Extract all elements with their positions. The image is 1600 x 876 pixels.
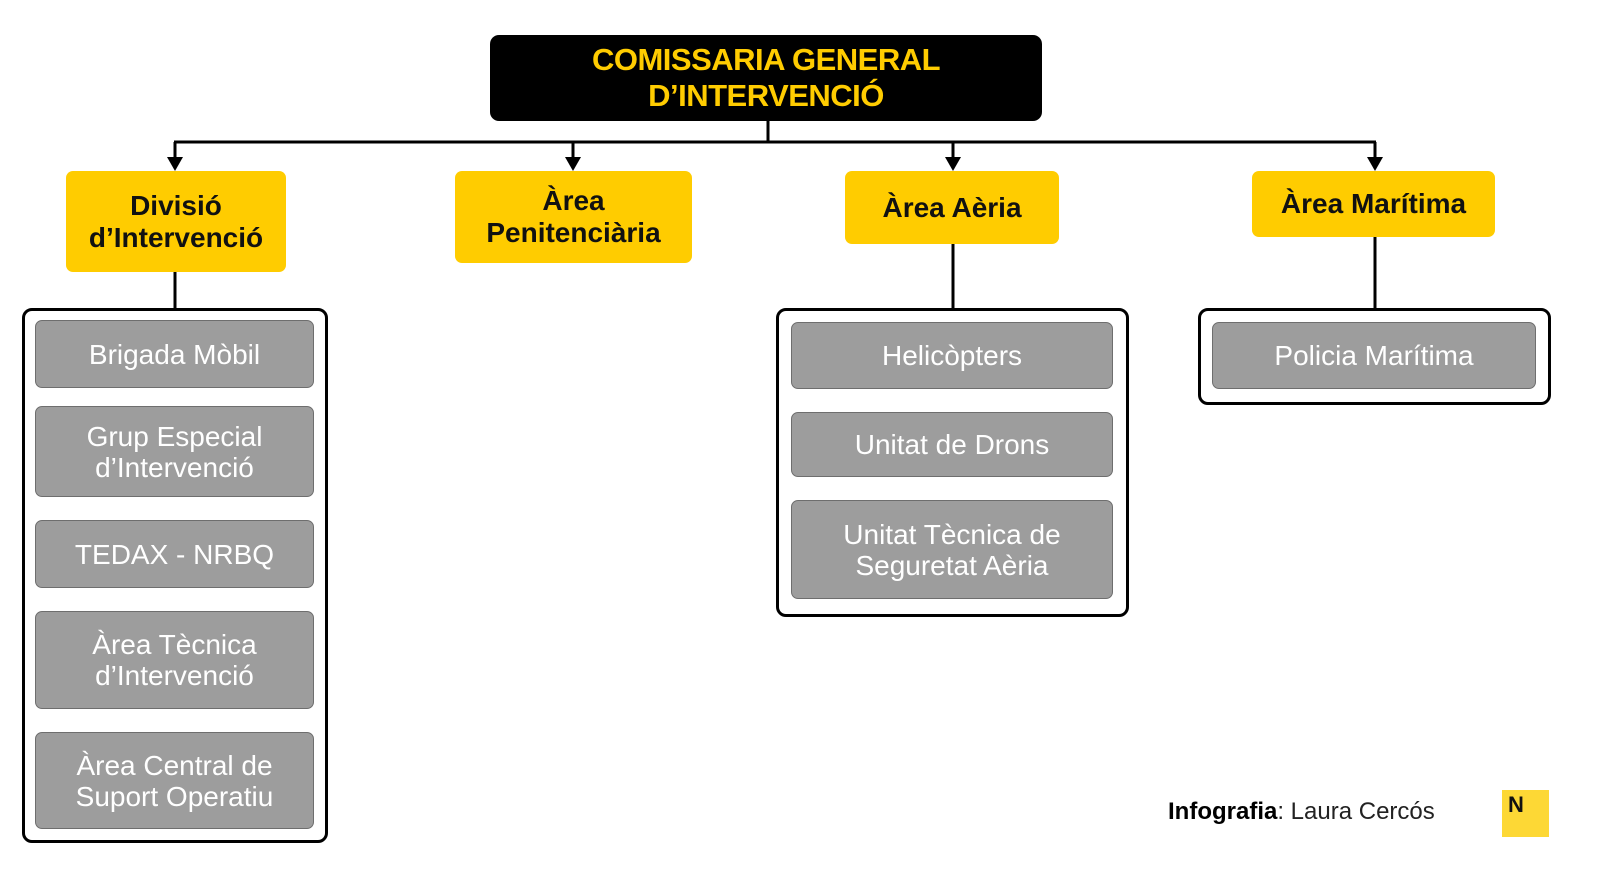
brand-logo: N xyxy=(1502,790,1549,837)
credit-name: : Laura Cercós xyxy=(1277,798,1435,825)
branch-area-aeria: Àrea Aèria xyxy=(845,171,1059,244)
unit-box: Àrea Central de Suport Operatiu xyxy=(35,732,314,829)
unit-box: Grup Especial d’Intervenció xyxy=(35,406,314,497)
arrow-icon xyxy=(565,157,581,171)
arrow-icon xyxy=(167,157,183,171)
branch-area-penitenciaria: Àrea Penitenciària xyxy=(455,171,692,263)
credit-label: Infografia xyxy=(1168,798,1278,825)
arrow-icon xyxy=(1367,157,1383,171)
unit-box: Unitat de Drons xyxy=(791,412,1113,477)
unit-box: TEDAX - NRBQ xyxy=(35,520,314,588)
unit-box: Helicòpters xyxy=(791,322,1113,389)
root-node: COMISSARIA GENERAL D’INTERVENCIÓ xyxy=(490,35,1042,121)
unit-box: Àrea Tècnica d’Intervenció xyxy=(35,611,314,709)
unit-box: Unitat Tècnica de Seguretat Aèria xyxy=(791,500,1113,599)
arrow-icon xyxy=(945,157,961,171)
unit-box: Brigada Mòbil xyxy=(35,320,314,388)
branch-divisio-intervencio: Divisió d’Intervenció xyxy=(66,171,286,272)
credit-line: Infografia: Laura Cercós xyxy=(1168,798,1435,826)
branch-area-maritima: Àrea Marítima xyxy=(1252,171,1495,237)
unit-box: Policia Marítima xyxy=(1212,322,1536,389)
